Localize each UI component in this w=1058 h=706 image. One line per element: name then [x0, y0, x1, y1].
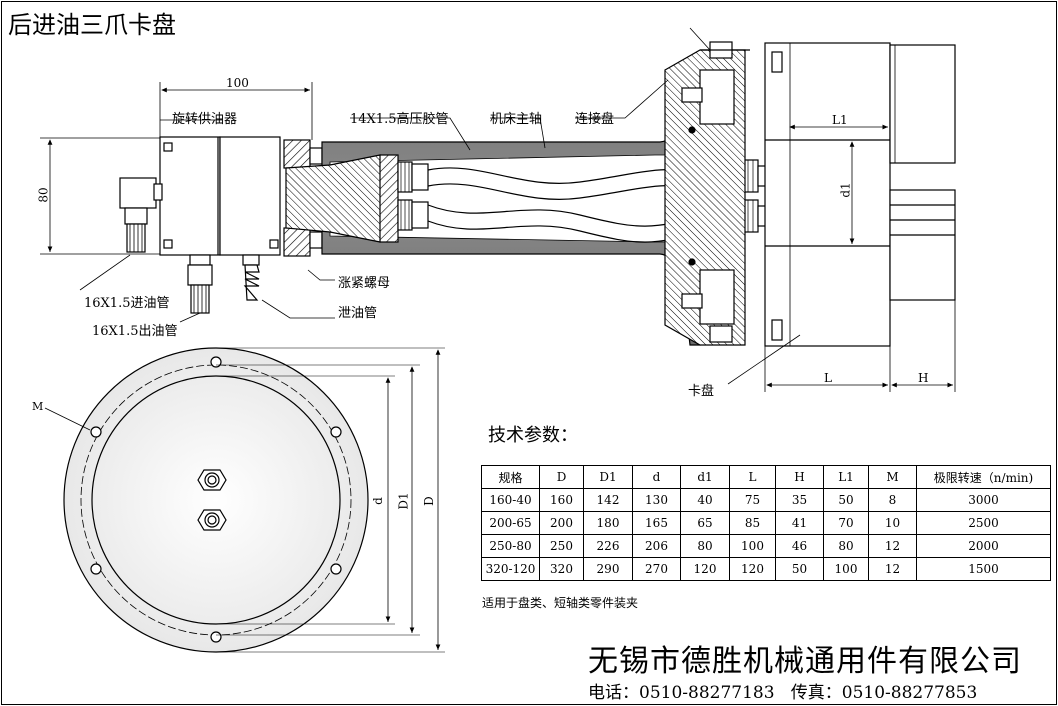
- table-cell: 250-80: [481, 534, 540, 558]
- table-cell: 50: [775, 557, 824, 581]
- table-cell: 65: [680, 511, 730, 535]
- outlet-pipe-label: 16X1.5出油管: [92, 324, 178, 339]
- table-cell: 120: [729, 557, 776, 581]
- table-cell: 120: [680, 557, 730, 581]
- adapter-plate-label: 连接盘: [575, 112, 615, 127]
- table-cell: 142: [583, 488, 633, 512]
- table-cell: 80: [680, 534, 730, 558]
- dim-d1: d1: [838, 182, 853, 198]
- hose-label: 14X1.5高压胶管: [350, 112, 449, 127]
- specs-table: 规格 D D1 d d1 L H L1 M 极限转速（n/min) 160-40…: [481, 465, 1051, 581]
- phone-label: 电话：: [588, 683, 639, 703]
- table-cell: 250: [539, 534, 584, 558]
- front-view: [44, 347, 445, 653]
- company-name: 无锡市德胜机械通用件有限公司: [588, 644, 1022, 679]
- table-cell: 2000: [916, 534, 1051, 558]
- dim-d: d: [370, 497, 385, 505]
- table-row: 200-65 200 180 165 65 85 41 70 10 2500: [481, 511, 1051, 535]
- dim-80: 80: [36, 187, 51, 203]
- column-header: 规格: [481, 465, 540, 489]
- table-cell: 160: [539, 488, 584, 512]
- table-cell: 200: [539, 511, 584, 535]
- table-row: 160-40 160 142 130 40 75 35 50 8 3000: [481, 488, 1051, 512]
- table-cell: 8: [868, 488, 917, 512]
- table-cell: 206: [632, 534, 681, 558]
- lock-nut-label: 涨紧螺母: [338, 276, 391, 291]
- table-cell: 41: [775, 511, 824, 535]
- table-cell: 100: [823, 557, 869, 581]
- table-cell: 290: [583, 557, 633, 581]
- table-cell: 1500: [916, 557, 1051, 581]
- table-cell: 85: [729, 511, 776, 535]
- column-header: L: [729, 465, 776, 489]
- column-header: 极限转速（n/min): [916, 465, 1051, 489]
- column-header: M: [868, 465, 917, 489]
- table-cell: 40: [680, 488, 730, 512]
- table-cell: 320-120: [481, 557, 540, 581]
- table-cell: 70: [823, 511, 869, 535]
- contact-line: 电话：0510-88277183 传真：0510-88277853: [588, 678, 977, 703]
- table-cell: 75: [729, 488, 776, 512]
- column-header: D: [539, 465, 584, 489]
- table-header-row: 规格 D D1 d d1 L H L1 M 极限转速（n/min): [481, 465, 1051, 489]
- dim-D1: D1: [396, 492, 411, 510]
- dim-H: H: [918, 371, 929, 385]
- table-cell: 226: [583, 534, 633, 558]
- column-header: d: [632, 465, 681, 489]
- table-row: 320-120 320 290 270 120 120 50 100 12 15…: [481, 557, 1051, 581]
- rotary-feeder-label: 旋转供油器: [172, 112, 238, 127]
- table-row: 250-80 250 226 206 80 100 46 80 12 2000: [481, 534, 1051, 558]
- table-cell: 165: [632, 511, 681, 535]
- column-header: D1: [583, 465, 633, 489]
- specs-note: 适用于盘类、短轴类零件装夹: [482, 596, 639, 610]
- dim-L1: L1: [832, 113, 848, 127]
- table-cell: 160-40: [481, 488, 540, 512]
- table-cell: 35: [775, 488, 824, 512]
- table-cell: 12: [868, 557, 917, 581]
- table-cell: 50: [823, 488, 869, 512]
- side-view: [40, 27, 956, 392]
- table-cell: 10: [868, 511, 917, 535]
- m-label: M: [32, 400, 44, 413]
- chuck-label: 卡盘: [688, 384, 715, 399]
- drain-pipe-label: 泄油管: [338, 306, 378, 321]
- phone-number: 0510-88277183: [639, 683, 775, 703]
- table-cell: 200-65: [481, 511, 540, 535]
- table-cell: 3000: [916, 488, 1051, 512]
- inlet-pipe-label: 16X1.5进油管: [84, 296, 170, 311]
- fax-label: 传真：: [790, 683, 842, 703]
- column-header: d1: [680, 465, 730, 489]
- column-header: H: [775, 465, 824, 489]
- table-cell: 130: [632, 488, 681, 512]
- column-header: L1: [823, 465, 869, 489]
- table-cell: 80: [823, 534, 869, 558]
- table-cell: 320: [539, 557, 584, 581]
- dim-L: L: [824, 371, 832, 385]
- dim-100: 100: [226, 76, 249, 90]
- table-cell: 270: [632, 557, 681, 581]
- table-cell: 100: [729, 534, 776, 558]
- fax-number: 0510-88277853: [841, 683, 978, 703]
- specs-heading: 技术参数：: [488, 425, 578, 446]
- spindle-label: 机床主轴: [490, 112, 543, 127]
- table-cell: 46: [775, 534, 824, 558]
- table-cell: 2500: [916, 511, 1051, 535]
- table-cell: 180: [583, 511, 633, 535]
- dim-D: D: [421, 496, 436, 506]
- drawing-title: 后进油三爪卡盘: [8, 11, 176, 39]
- table-cell: 12: [868, 534, 917, 558]
